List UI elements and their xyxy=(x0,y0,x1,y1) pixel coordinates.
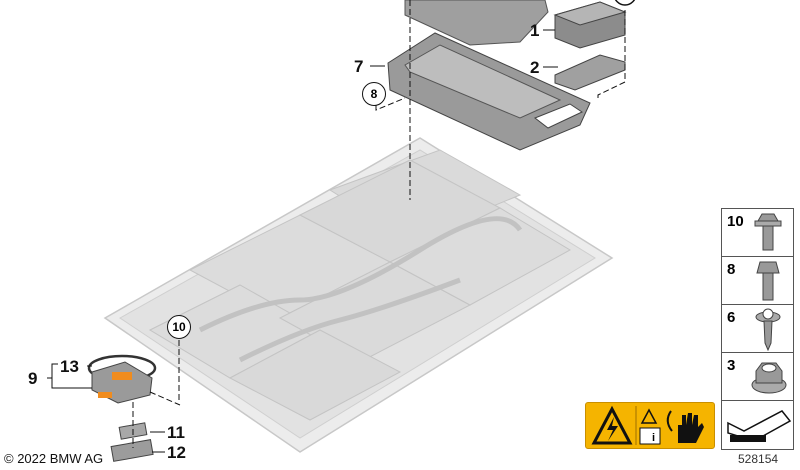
legend-item-6: 6 xyxy=(722,305,793,353)
hex-bolt-icon xyxy=(756,261,780,301)
part-1-control-unit xyxy=(553,1,627,49)
callout-9: 9 xyxy=(28,369,38,388)
legend-item-sealant xyxy=(722,401,793,449)
legend-number: 8 xyxy=(727,261,736,278)
fastener-legend: 10 8 6 3 xyxy=(721,208,794,450)
callout-12: 12 xyxy=(167,443,186,462)
legend-number: 6 xyxy=(727,309,736,326)
callout-10-circled: 10 xyxy=(167,315,191,339)
callout-8-circled: 8 xyxy=(362,82,386,106)
part-2-bracket xyxy=(554,54,626,91)
legend-number: 3 xyxy=(727,357,736,374)
high-voltage-icon xyxy=(591,405,633,445)
callout-1: 1 xyxy=(530,21,540,40)
callout-13: 13 xyxy=(60,357,79,376)
part-9-connector-housing xyxy=(87,354,157,404)
high-voltage-warning-label: i xyxy=(585,402,715,449)
callout-11: 11 xyxy=(167,423,185,442)
callout-7: 7 xyxy=(354,57,364,76)
legend-number: 10 xyxy=(727,213,744,230)
legend-item-3: 3 xyxy=(722,353,793,401)
leader-lines xyxy=(47,0,626,453)
svg-text:i: i xyxy=(652,432,655,444)
hex-nut-icon xyxy=(751,362,787,394)
part-12-plate xyxy=(110,439,154,462)
part-7-housing xyxy=(387,32,591,151)
copyright: © 2022 BMW AG xyxy=(4,451,104,466)
battery-tray xyxy=(103,137,614,453)
caution-icon xyxy=(640,408,658,424)
manual-icon xyxy=(639,427,661,445)
legend-item-8: 8 xyxy=(722,257,793,305)
upper-cover-plate xyxy=(404,0,549,46)
callout-circle-partial xyxy=(614,0,636,6)
callout-2: 2 xyxy=(530,58,540,77)
sealing-compound-arrow-icon xyxy=(727,410,792,442)
screw-with-washer-icon xyxy=(755,308,781,351)
warning-icons: i xyxy=(591,405,704,445)
legend-item-10: 10 xyxy=(722,209,793,257)
hand-shock-icon xyxy=(678,413,704,443)
flange-bolt-icon xyxy=(754,213,782,251)
diagram-number: 528154 xyxy=(738,452,779,466)
